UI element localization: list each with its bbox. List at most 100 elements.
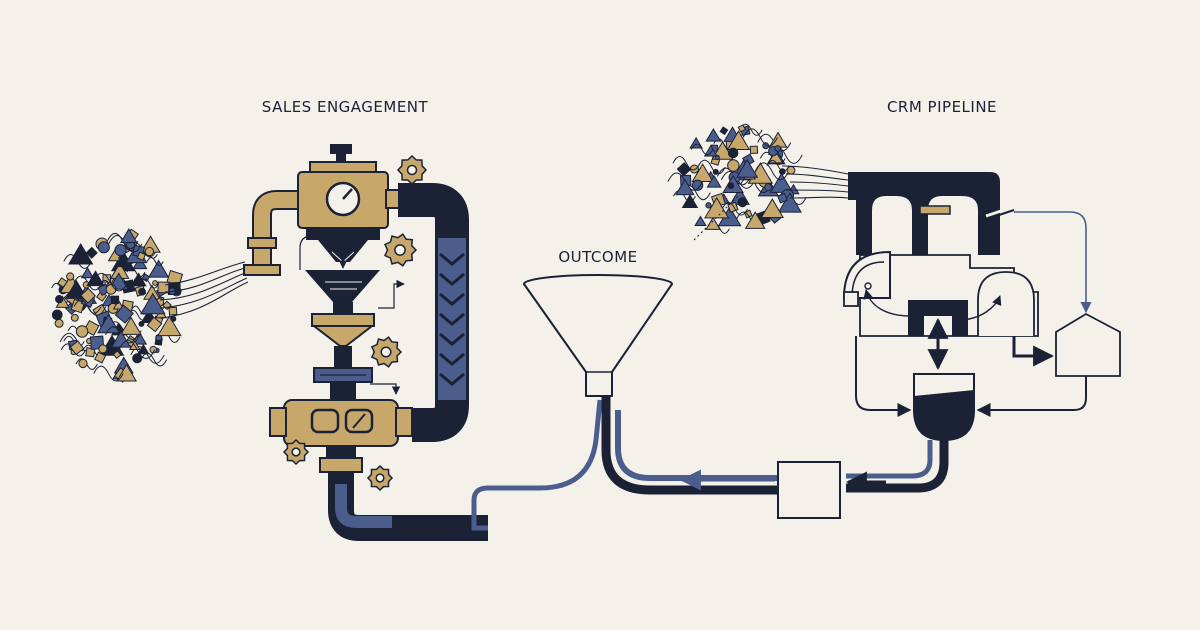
scrap-piece [705,202,712,209]
scrap-piece [93,365,124,382]
scrap-piece [766,159,790,172]
scrap-piece [140,352,168,367]
right-scrap-cluster [667,123,807,234]
scrap-piece [138,287,146,296]
scrap-piece [157,281,170,294]
scrap-piece [114,304,134,324]
scrap-piece [97,241,110,254]
scrap-piece [697,159,726,175]
scrap-piece [114,255,128,268]
scrap-piece [105,283,117,295]
funnel-body [523,283,673,397]
scrap-piece [754,162,790,181]
processor-body [283,399,399,447]
scrap-piece [114,244,127,257]
scrap-piece [691,163,714,182]
scrap-piece [136,251,147,261]
scrap-piece [736,158,759,178]
scrap-piece [719,126,729,136]
outcome-funnel [471,274,778,531]
scrap-piece [712,168,719,175]
valve-dome-left [842,250,891,299]
scrap-piece [690,143,714,156]
scrap-piece [737,124,746,133]
scrap-piece [721,201,748,216]
scrap-piece [774,145,782,152]
scrap-piece [80,287,97,304]
scrap-piece [140,278,160,289]
scrap-piece [66,272,75,281]
scrap-piece [85,246,98,259]
scrap-piece [691,179,704,191]
outcome-label: OUTCOME [558,248,637,266]
scrap-piece [132,353,143,364]
scrap-piece [94,351,107,364]
scrap-piece [73,299,102,314]
scrap-piece [737,197,748,208]
scrap-piece [764,183,773,192]
scrap-piece [689,164,699,174]
left-input-streams [159,261,249,319]
gear-group [282,154,428,492]
scrap-piece [75,325,89,338]
scrap-piece [146,256,164,266]
scrap-piece [78,358,88,369]
scrap-piece [148,259,170,278]
scrap-piece [777,192,802,213]
scrap-piece [68,242,94,265]
scrap-piece [744,211,766,229]
scrap-piece [727,159,740,172]
scrap-piece [170,315,177,322]
scrap-piece [703,144,718,157]
scrap-piece [108,235,143,253]
scrap-piece [705,127,722,142]
scrap-piece [55,295,64,304]
scrap-piece [146,316,163,333]
scrap-piece [112,350,122,359]
left-scrap-cluster [51,227,184,383]
scrap-piece [92,272,129,292]
scrap-piece [57,277,68,288]
inlet-coupling [247,237,277,249]
scrap-piece [86,270,105,287]
scrap-piece [144,246,155,257]
scrap-piece [769,172,794,193]
right-input-streams [693,165,849,241]
hopper [305,270,380,302]
scrap-piece [705,216,721,230]
sales-engagement-label: SALES ENGAGEMENT [262,98,429,116]
scrap-piece [54,318,64,328]
scrap-piece [694,215,707,227]
gear-icon [366,464,394,492]
scrap-piece [676,162,692,177]
crm-pipeline-label: CRM PIPELINE [887,98,997,116]
scrap-piece [675,178,695,196]
scrap-piece [672,156,701,171]
scrap-piece [727,147,739,159]
gear-icon [396,154,428,186]
scrap-piece [727,182,735,190]
gear-icon [370,336,403,368]
scrap-piece [133,332,148,345]
scrap-piece [681,194,699,209]
press-cone [311,325,375,347]
scrap-piece [65,279,88,299]
scrap-piece [168,306,178,316]
sales-engagement-machine [243,144,488,541]
scrap-piece [138,320,145,327]
scrap-piece [112,299,125,310]
scrap-piece [97,313,121,334]
inlet-coupling-lower [243,264,281,276]
scrap-piece [120,316,142,335]
scrap-piece [130,272,147,287]
scrap-piece [140,292,166,315]
storage-block [1055,312,1121,377]
scrap-piece [760,198,785,219]
scrap-piece [126,267,146,278]
scrap-piece [110,295,120,304]
scrap-piece [51,309,63,321]
gear-icon [282,438,310,466]
scrap-piece [742,128,778,147]
